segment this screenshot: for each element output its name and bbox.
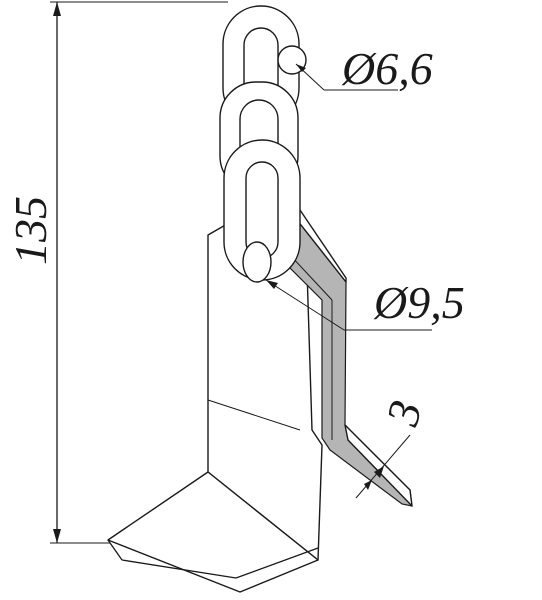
height-label: 135 [5,196,56,265]
bolt-hole-arrow [296,64,306,72]
blade-bevel-line [121,559,237,579]
chain-hole-arrow [266,280,278,289]
height-dimension: 135 [5,1,228,544]
bolt-hole-label: Ø6,6 [341,43,433,94]
blade-bevel-line-2 [235,547,319,579]
chain [219,5,307,283]
thickness-arrow-b [364,480,372,490]
blade-tip-edge [344,424,413,507]
blade-bend-line [207,399,301,431]
chain-hole-leader [265,279,345,331]
thickness-label: 3 [376,395,431,431]
thickness-arrow-a [374,466,384,478]
blade-bottom-plate [107,471,319,593]
chain-hole-label: Ø9,5 [373,277,465,328]
height-arrow-top [53,2,61,16]
thickness-dimension-line [355,434,411,499]
flail-blade [107,205,413,593]
blade-mount-hole [242,241,272,283]
chain-hole-dimension: Ø9,5 [265,277,465,331]
bolt-hole-dimension: Ø6,6 [295,43,433,94]
blade-edge-line [107,539,123,561]
height-arrow-bottom [53,529,61,543]
